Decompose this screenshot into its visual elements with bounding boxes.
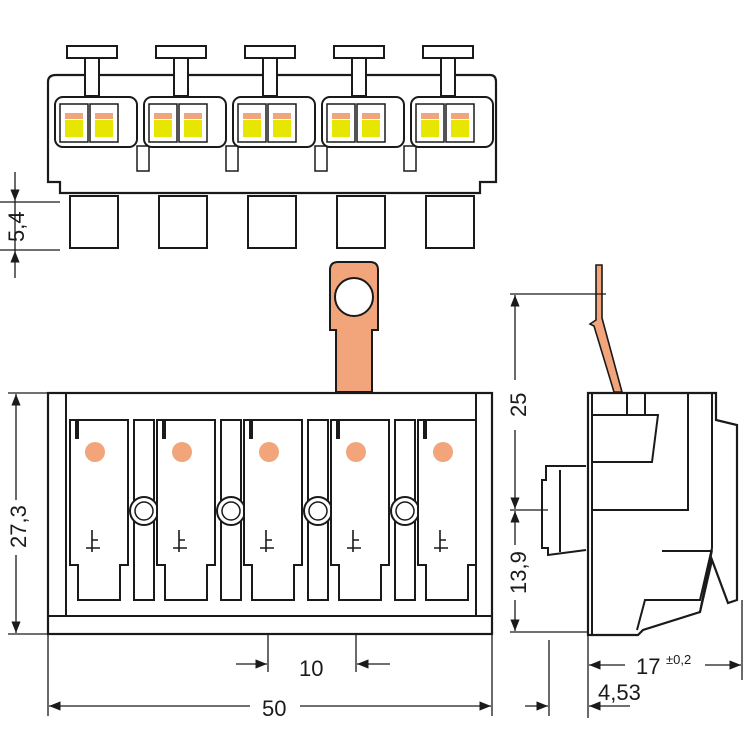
lever-stem bbox=[440, 57, 456, 97]
polarity-mark bbox=[173, 530, 187, 552]
contact-indicator bbox=[362, 113, 380, 119]
lever-stem bbox=[173, 57, 189, 97]
terminal-slot bbox=[243, 419, 303, 601]
contact-indicator bbox=[273, 113, 291, 119]
dimensions: 5,4 27,3 10 50 25 13,9 17 bbox=[4, 172, 743, 721]
polarity-mark bbox=[86, 530, 100, 552]
keyhole-inner bbox=[221, 501, 241, 521]
lug-hole bbox=[334, 277, 374, 317]
lever-stem bbox=[262, 57, 278, 97]
release-indicator bbox=[243, 120, 261, 137]
release-indicator bbox=[273, 120, 291, 137]
contact-indicator bbox=[65, 113, 83, 119]
front-view bbox=[46, 261, 494, 636]
keyhole-inner bbox=[308, 501, 328, 521]
polarity-mark bbox=[260, 530, 274, 552]
mounting-foot bbox=[247, 195, 297, 249]
contact-indicator bbox=[243, 113, 261, 119]
dim-side-offset: 4,53 bbox=[598, 680, 641, 705]
pin-strip bbox=[588, 264, 624, 393]
release-indicator bbox=[421, 120, 439, 137]
separator-slot bbox=[225, 145, 239, 172]
side-view bbox=[541, 264, 739, 637]
contact-point bbox=[85, 442, 105, 462]
terminal-slot bbox=[156, 419, 216, 601]
contact-indicator bbox=[332, 113, 350, 119]
dim-pin-height: 25 bbox=[506, 393, 531, 417]
release-indicator bbox=[184, 120, 202, 137]
release-lever bbox=[422, 45, 474, 59]
release-indicator bbox=[362, 120, 380, 137]
release-indicator bbox=[451, 120, 469, 137]
release-lever bbox=[155, 45, 207, 59]
top-view bbox=[0, 45, 498, 251]
terminal-slot bbox=[69, 419, 129, 601]
dim-pin-offset: 13,9 bbox=[506, 551, 531, 594]
lever-stem bbox=[351, 57, 367, 97]
mounting-foot bbox=[69, 195, 119, 249]
release-lever bbox=[66, 45, 118, 59]
keyhole-inner bbox=[134, 501, 154, 521]
separator-slot bbox=[403, 145, 417, 172]
dim-pitch: 10 bbox=[299, 656, 323, 681]
release-indicator bbox=[154, 120, 172, 137]
contact-indicator bbox=[154, 113, 172, 119]
contact-indicator bbox=[421, 113, 439, 119]
mounting-foot bbox=[425, 195, 475, 249]
dim-depth-tolerance: ±0,2 bbox=[666, 652, 691, 667]
release-lever bbox=[244, 45, 296, 59]
dim-depth: 17 bbox=[636, 654, 660, 679]
release-indicator bbox=[332, 120, 350, 137]
dim-foot-height: 5,4 bbox=[4, 211, 29, 242]
contact-indicator bbox=[184, 113, 202, 119]
polarity-mark bbox=[434, 530, 448, 552]
separator-slot bbox=[136, 145, 150, 172]
keyhole-inner bbox=[395, 501, 415, 521]
terminal-slot bbox=[417, 419, 477, 601]
release-lever bbox=[333, 45, 385, 59]
contact-indicator bbox=[451, 113, 469, 119]
separator-slot bbox=[314, 145, 328, 172]
contact-point bbox=[433, 442, 453, 462]
side-body bbox=[586, 391, 739, 637]
mounting-foot bbox=[336, 195, 386, 249]
contact-point bbox=[346, 442, 366, 462]
release-indicator bbox=[65, 120, 83, 137]
release-indicator bbox=[95, 120, 113, 137]
dim-width: 50 bbox=[262, 696, 286, 721]
terminal-slot bbox=[330, 419, 390, 601]
dim-front-height: 27,3 bbox=[6, 505, 31, 548]
polarity-mark bbox=[347, 530, 361, 552]
mounting-foot bbox=[158, 195, 208, 249]
contact-point bbox=[259, 442, 279, 462]
contact-indicator bbox=[95, 113, 113, 119]
contact-point bbox=[172, 442, 192, 462]
lever-stem bbox=[84, 57, 100, 97]
